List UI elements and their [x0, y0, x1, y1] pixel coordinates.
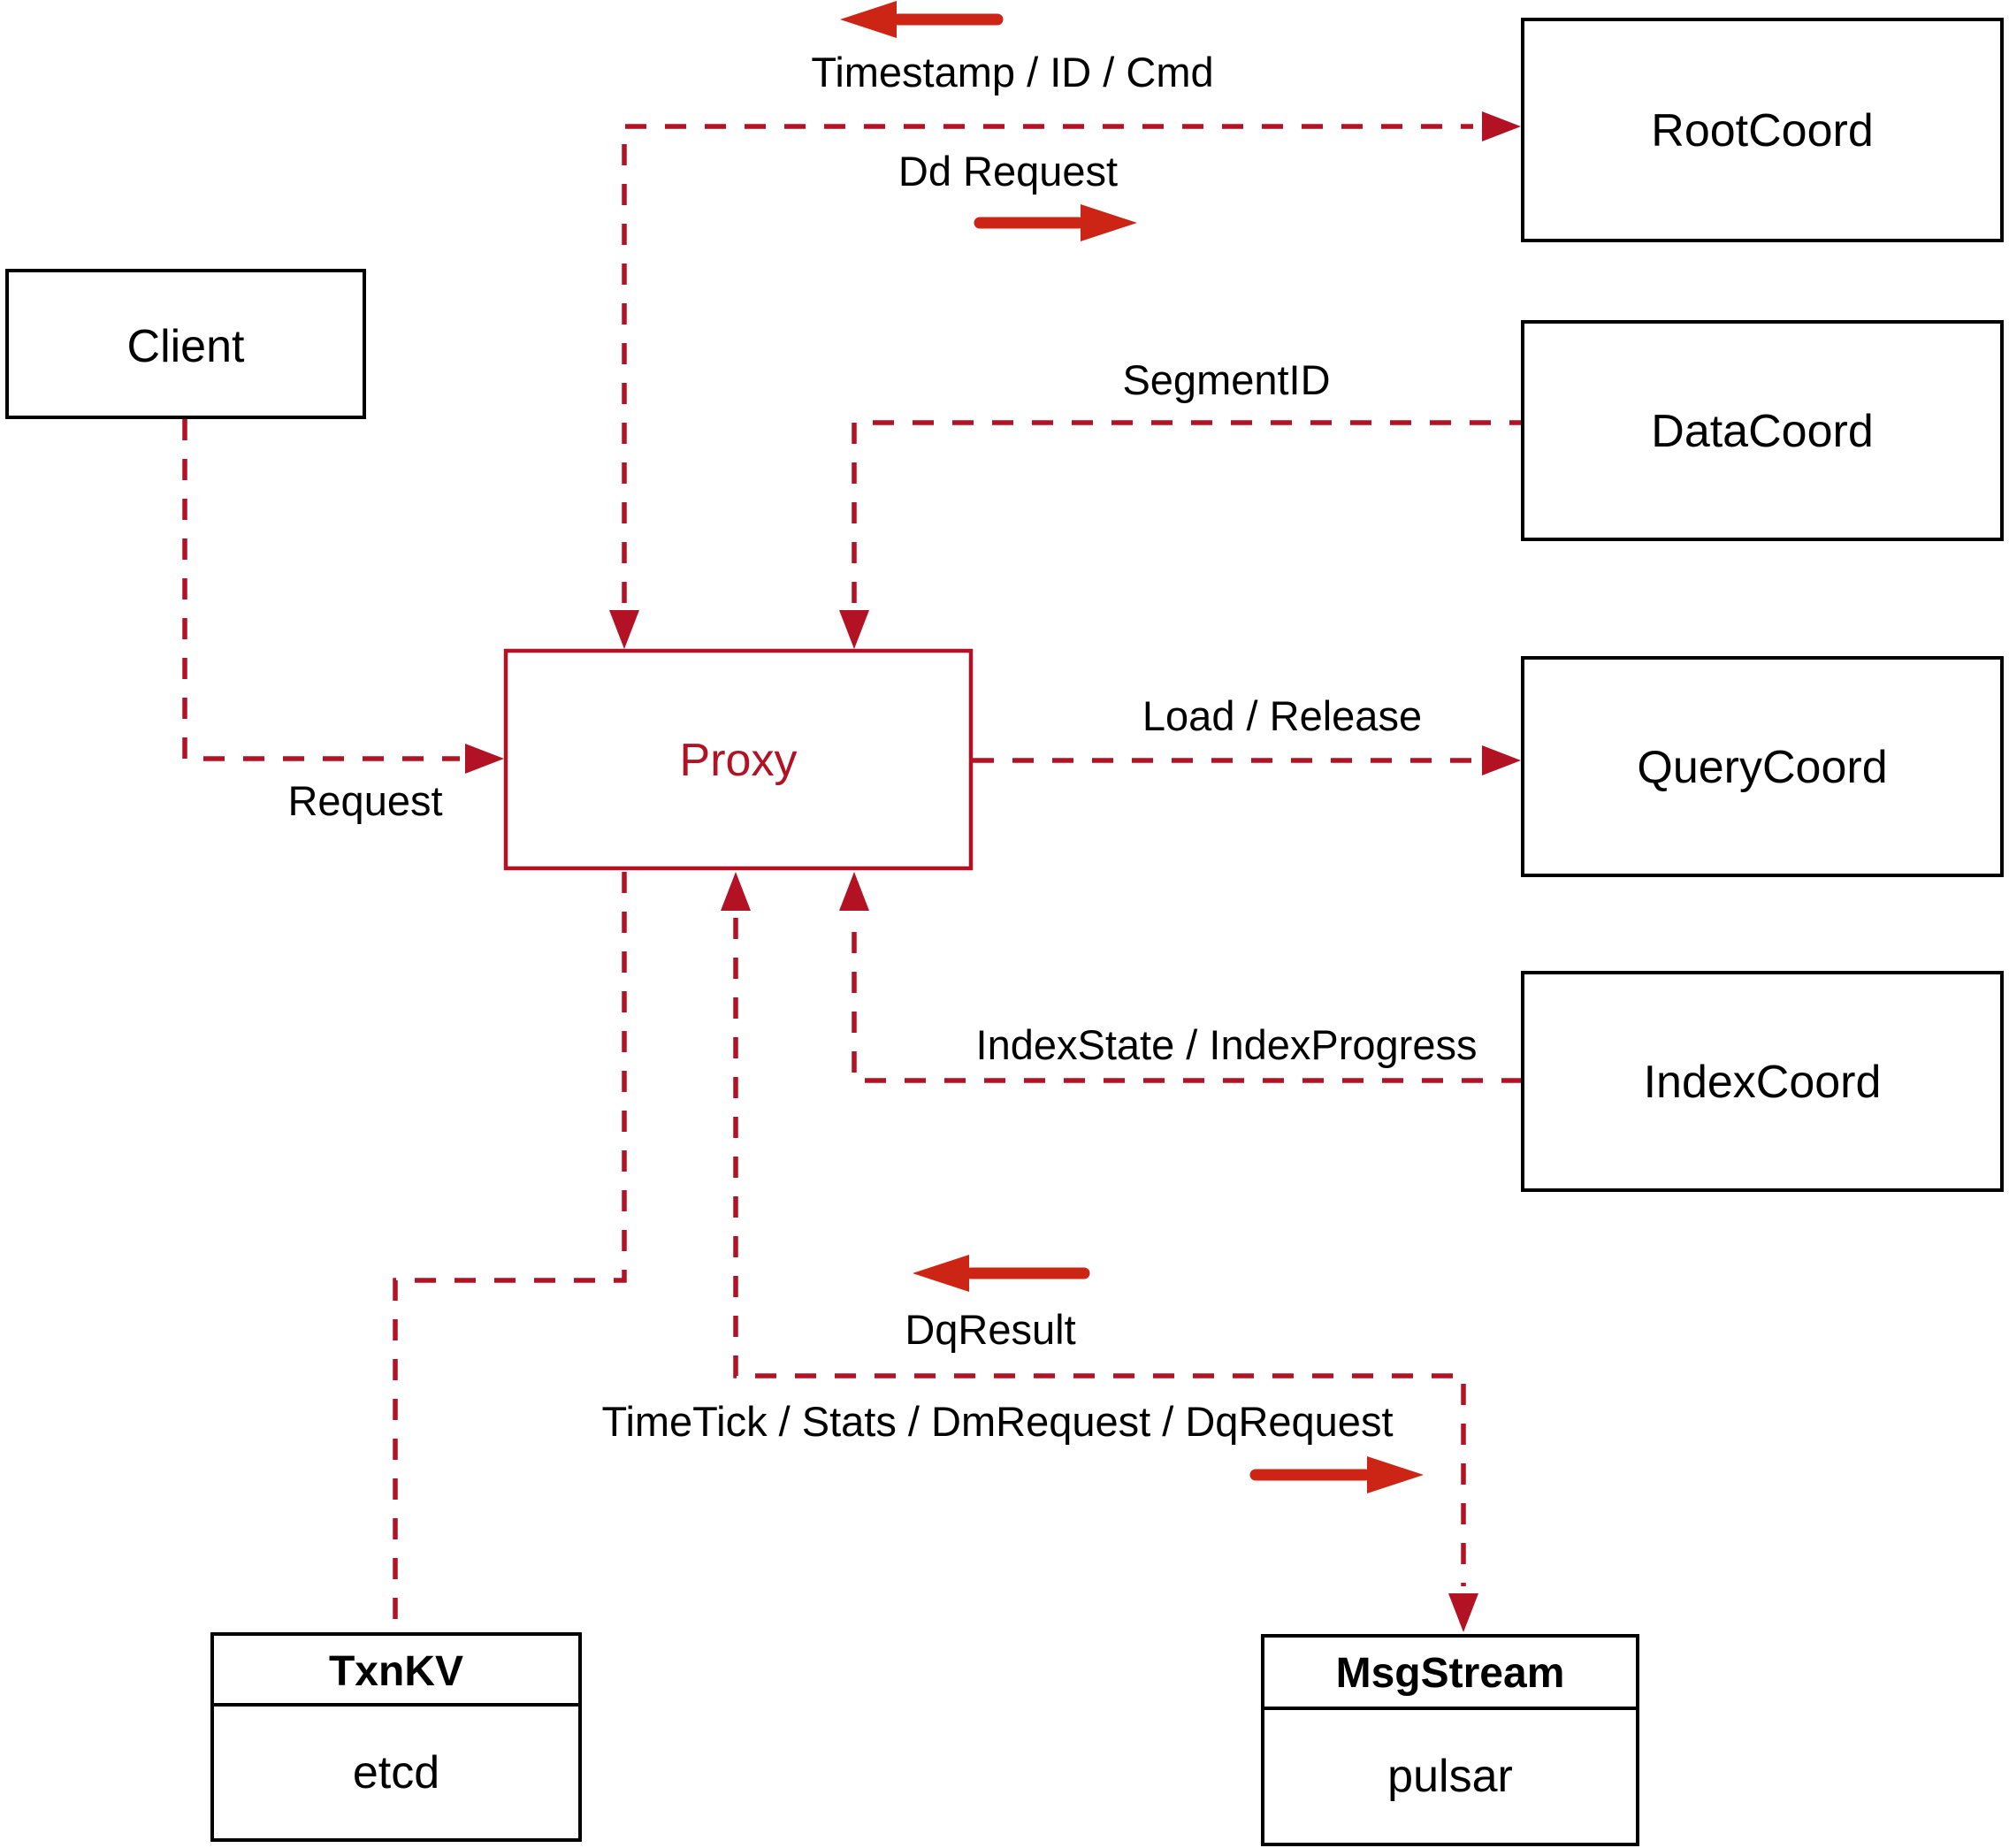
edge-label-dq-result: DqResult — [905, 1306, 1075, 1353]
edge-label-segment-id: SegmentID — [1122, 356, 1330, 403]
msgstream-node: MsgStream pulsar — [1261, 1634, 1639, 1846]
indexcoord-node: IndexCoord — [1521, 971, 2004, 1192]
arrowhead-into-msgstream-icon — [1448, 1593, 1478, 1632]
edge-label-time-tick: TimeTick / Stats / DmRequest / DqRequest — [601, 1398, 1393, 1445]
txnkv-node: TxnKV etcd — [210, 1632, 582, 1842]
rootcoord-label: RootCoord — [1651, 105, 1873, 157]
proxy-node: Proxy — [503, 648, 974, 871]
edges-layer — [182, 111, 1523, 1632]
timestamp-direction-left-arrow-icon — [840, 1, 1004, 38]
edge-label-index-state: IndexState / IndexProgress — [976, 1021, 1478, 1068]
edge-label-request: Request — [287, 777, 442, 824]
edge-label-dd-request: Dd Request — [898, 148, 1118, 195]
arrowhead-into-proxy-bottom-right-icon — [839, 872, 869, 911]
edge-client-proxy — [182, 419, 460, 761]
edge-datacoord-proxy — [852, 420, 1523, 603]
datacoord-label: DataCoord — [1651, 406, 1873, 457]
txnkv-title: TxnKV — [329, 1648, 463, 1695]
arrowhead-into-proxy-top-right-icon — [839, 610, 869, 649]
edge-indexcoord-proxy — [852, 918, 1523, 1083]
arrowhead-into-proxy-top-left-icon — [609, 610, 639, 649]
arrowhead-into-proxy-left-icon — [465, 744, 504, 774]
annotation-arrows-layer — [840, 1, 1424, 1493]
txnkv-subtitle: etcd — [353, 1747, 439, 1798]
rootcoord-node: RootCoord — [1521, 18, 2004, 242]
querycoord-node: QueryCoord — [1521, 656, 2004, 877]
edge-label-load-release: Load / Release — [1142, 692, 1422, 739]
edge-label-timestamp-id-cmd: Timestamp / ID / Cmd — [811, 49, 1213, 95]
time-tick-direction-right-arrow-icon — [1249, 1456, 1424, 1493]
querycoord-label: QueryCoord — [1637, 742, 1887, 793]
client-label: Client — [127, 321, 245, 372]
datacoord-node: DataCoord — [1521, 320, 2004, 541]
nodes-layer: Client RootCoord DataCoord QueryCoord In… — [5, 18, 2004, 1846]
arrowhead-into-proxy-bottom-left-icon — [721, 872, 751, 911]
edge-labels-layer: Timestamp / ID / Cmd Dd Request SegmentI… — [287, 49, 1477, 1445]
msgstream-title: MsgStream — [1336, 1650, 1565, 1697]
edge-proxy-txnkv — [393, 872, 627, 1632]
indexcoord-label: IndexCoord — [1644, 1057, 1882, 1108]
arrowhead-into-rootcoord-icon — [1482, 111, 1521, 141]
proxy-label: Proxy — [680, 735, 798, 786]
edge-proxy-msgstream — [733, 918, 1466, 1586]
edge-proxy-rootcoord — [622, 124, 1473, 603]
msgstream-subtitle: pulsar — [1387, 1751, 1513, 1802]
arrowhead-into-querycoord-icon — [1482, 745, 1521, 775]
dq-result-direction-left-arrow-icon — [913, 1255, 1090, 1292]
client-node: Client — [5, 269, 366, 419]
dd-request-direction-right-arrow-icon — [974, 204, 1137, 241]
